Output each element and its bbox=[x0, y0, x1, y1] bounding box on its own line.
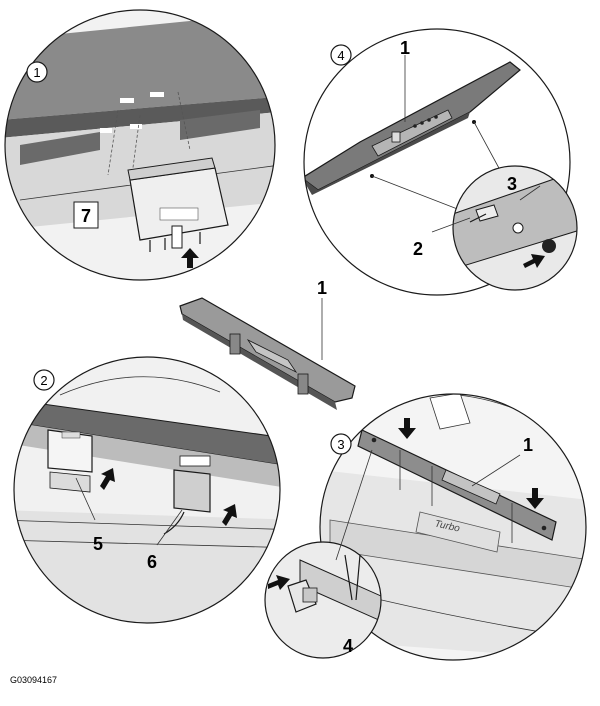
detail-4-step-number: 4 bbox=[337, 48, 344, 63]
callout-7: 7 bbox=[81, 206, 91, 226]
callout-1-center: 1 bbox=[317, 278, 327, 298]
detail-1-view: 1 7 bbox=[4, 9, 276, 281]
detail-3-step-number: 3 bbox=[337, 437, 344, 452]
center-part-view: 1 bbox=[179, 278, 356, 410]
callout-1-detail-3: 1 bbox=[523, 435, 533, 455]
callout-2-screw: 2 bbox=[413, 239, 423, 259]
detail-2-view: 2 5 6 bbox=[13, 356, 281, 624]
detail-3-view: Turbo 3 1 4 bbox=[264, 393, 587, 661]
figure-id: G03094167 bbox=[10, 675, 57, 685]
callout-1-top: 1 bbox=[400, 38, 410, 58]
turbo-badge: Turbo bbox=[434, 519, 462, 535]
callout-4-inset: 4 bbox=[343, 636, 353, 656]
callout-6: 6 bbox=[147, 552, 157, 572]
detail-1-step-number: 1 bbox=[33, 65, 40, 80]
detail-4-view: 4 1 2 3 bbox=[303, 28, 578, 296]
callout-3-cap: 3 bbox=[507, 174, 517, 194]
callout-5: 5 bbox=[93, 534, 103, 554]
detail-2-step-number: 2 bbox=[40, 373, 47, 388]
